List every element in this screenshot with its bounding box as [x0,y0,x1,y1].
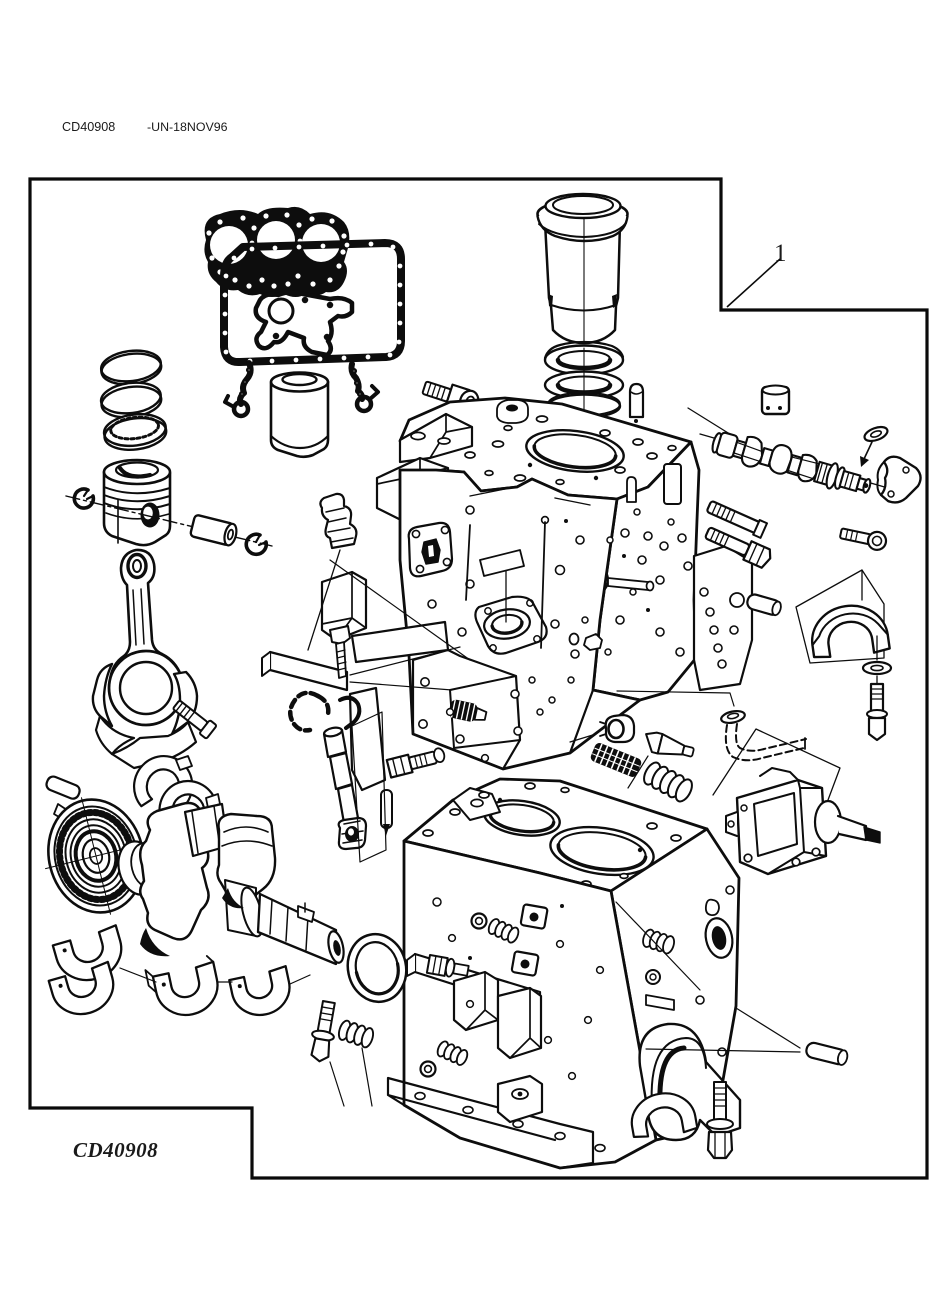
svg-text:1: 1 [774,240,787,267]
svg-text:CD40908: CD40908 [73,1138,158,1162]
svg-text:CD40908: CD40908 [62,120,115,134]
svg-text:-UN-18NOV96: -UN-18NOV96 [147,120,228,134]
